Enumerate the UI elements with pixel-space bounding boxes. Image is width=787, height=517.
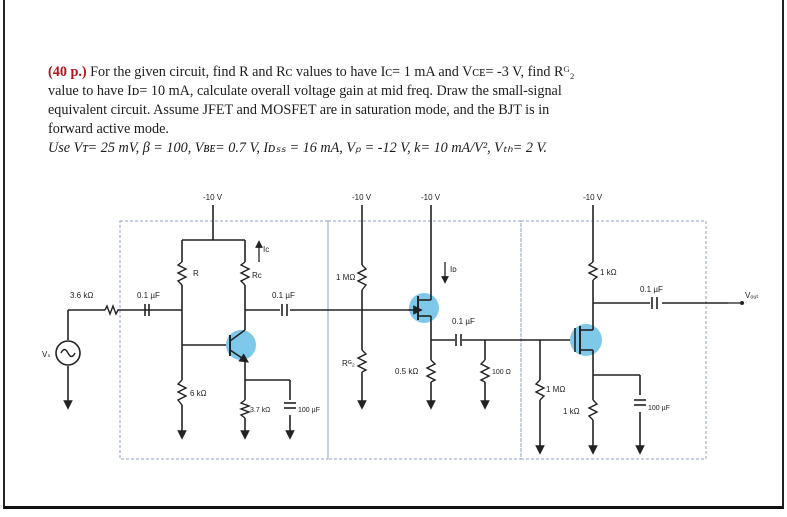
label-r-source-mos: 1 kΩ (563, 407, 580, 416)
bjt-stage-box (119, 220, 329, 460)
sine-icon (60, 348, 76, 358)
points-label: (40 p.) (48, 64, 87, 80)
label-c-bypass-2: 100 µF (648, 405, 670, 412)
problem-line-1: For the given circuit, find R and Rᴄ val… (86, 64, 575, 80)
label-id: Iᴅ (450, 265, 457, 274)
wiring (67, 205, 728, 440)
problem-line-3: equivalent circuit. Assume JFET and MOSF… (48, 102, 550, 118)
label-c-bypass-1: 100 µF (298, 407, 320, 414)
label-c-couple-1: 0.1 µF (272, 291, 295, 300)
label-r: R (193, 269, 199, 278)
label-c-in: 0.1 µF (137, 291, 160, 300)
resistor-1M (356, 264, 368, 291)
resistor-rg2 (356, 349, 368, 373)
label-vout: Vₒᵤₜ (745, 291, 759, 300)
vout-terminal (740, 301, 744, 305)
stage-boxes (119, 220, 707, 460)
label-r-drain-mos: 1 kΩ (600, 268, 617, 277)
resistors (104, 261, 599, 421)
supply-label-1: -10 V (203, 193, 223, 202)
resistor-6k (176, 379, 188, 406)
resistor-r (176, 261, 188, 286)
label-r-source: 3.6 kΩ (70, 291, 93, 300)
label-r-gate-mos: 1 MΩ (546, 385, 565, 394)
label-rc: Rᴄ (252, 271, 262, 280)
mosfet-transistor (570, 324, 602, 356)
resistor-100 (479, 359, 491, 383)
label-c-couple-2: 0.1 µF (452, 317, 475, 326)
resistor-0.5k (425, 359, 437, 383)
resistor-rc (239, 261, 251, 286)
capacitor-couple-2 (455, 334, 462, 346)
supply-label-3: -10 V (421, 193, 441, 202)
page-frame (3, 0, 784, 509)
label-r-emitter: 6 kΩ (190, 389, 207, 398)
capacitor-couple-1 (281, 304, 288, 316)
capacitor-input (144, 304, 150, 316)
supply-label-2: -10 V (352, 193, 372, 202)
resistor-1k-drain (587, 261, 599, 281)
resistor-3.6k (104, 304, 120, 316)
resistor-3.7k (239, 399, 251, 419)
label-r-gate-1: 1 MΩ (336, 273, 355, 282)
capacitor-bypass-2 (634, 399, 646, 406)
label-r-source-jfet: 0.5 kΩ (395, 367, 418, 376)
resistor-1M-gate (534, 379, 546, 401)
capacitors (144, 297, 658, 409)
label-ic: Iᴄ (263, 245, 269, 254)
label-vs: Vₛ (42, 350, 50, 359)
supply-label-4: -10 V (583, 193, 603, 202)
problem-line-2: value to have Iᴅ= 10 mA, calculate overa… (48, 83, 562, 99)
capacitor-bypass-1 (284, 402, 296, 409)
jfet-transistor (408, 293, 439, 323)
bjt-transistor (226, 329, 256, 363)
problem-line-4: forward active mode. (48, 121, 169, 137)
given-values: Use Vᴛ= 25 mV, β = 100, Vʙᴇ= 0.7 V, Iᴅₛₛ… (48, 140, 547, 156)
problem-text: (40 p.) For the given circuit, find R an… (48, 63, 748, 82)
ground-arrows (63, 395, 645, 455)
resistor-1k-source (587, 399, 599, 421)
label-rg2: Rᴳ₂ (342, 359, 355, 368)
label-c-out: 0.1 µF (640, 285, 663, 294)
label-r-100: 100 Ω (492, 369, 511, 376)
label-r-emitter-2: 3.7 kΩ (250, 407, 270, 414)
capacitor-output (651, 297, 658, 309)
problem-statement: (40 p.) For the given circuit, find R an… (48, 63, 748, 158)
